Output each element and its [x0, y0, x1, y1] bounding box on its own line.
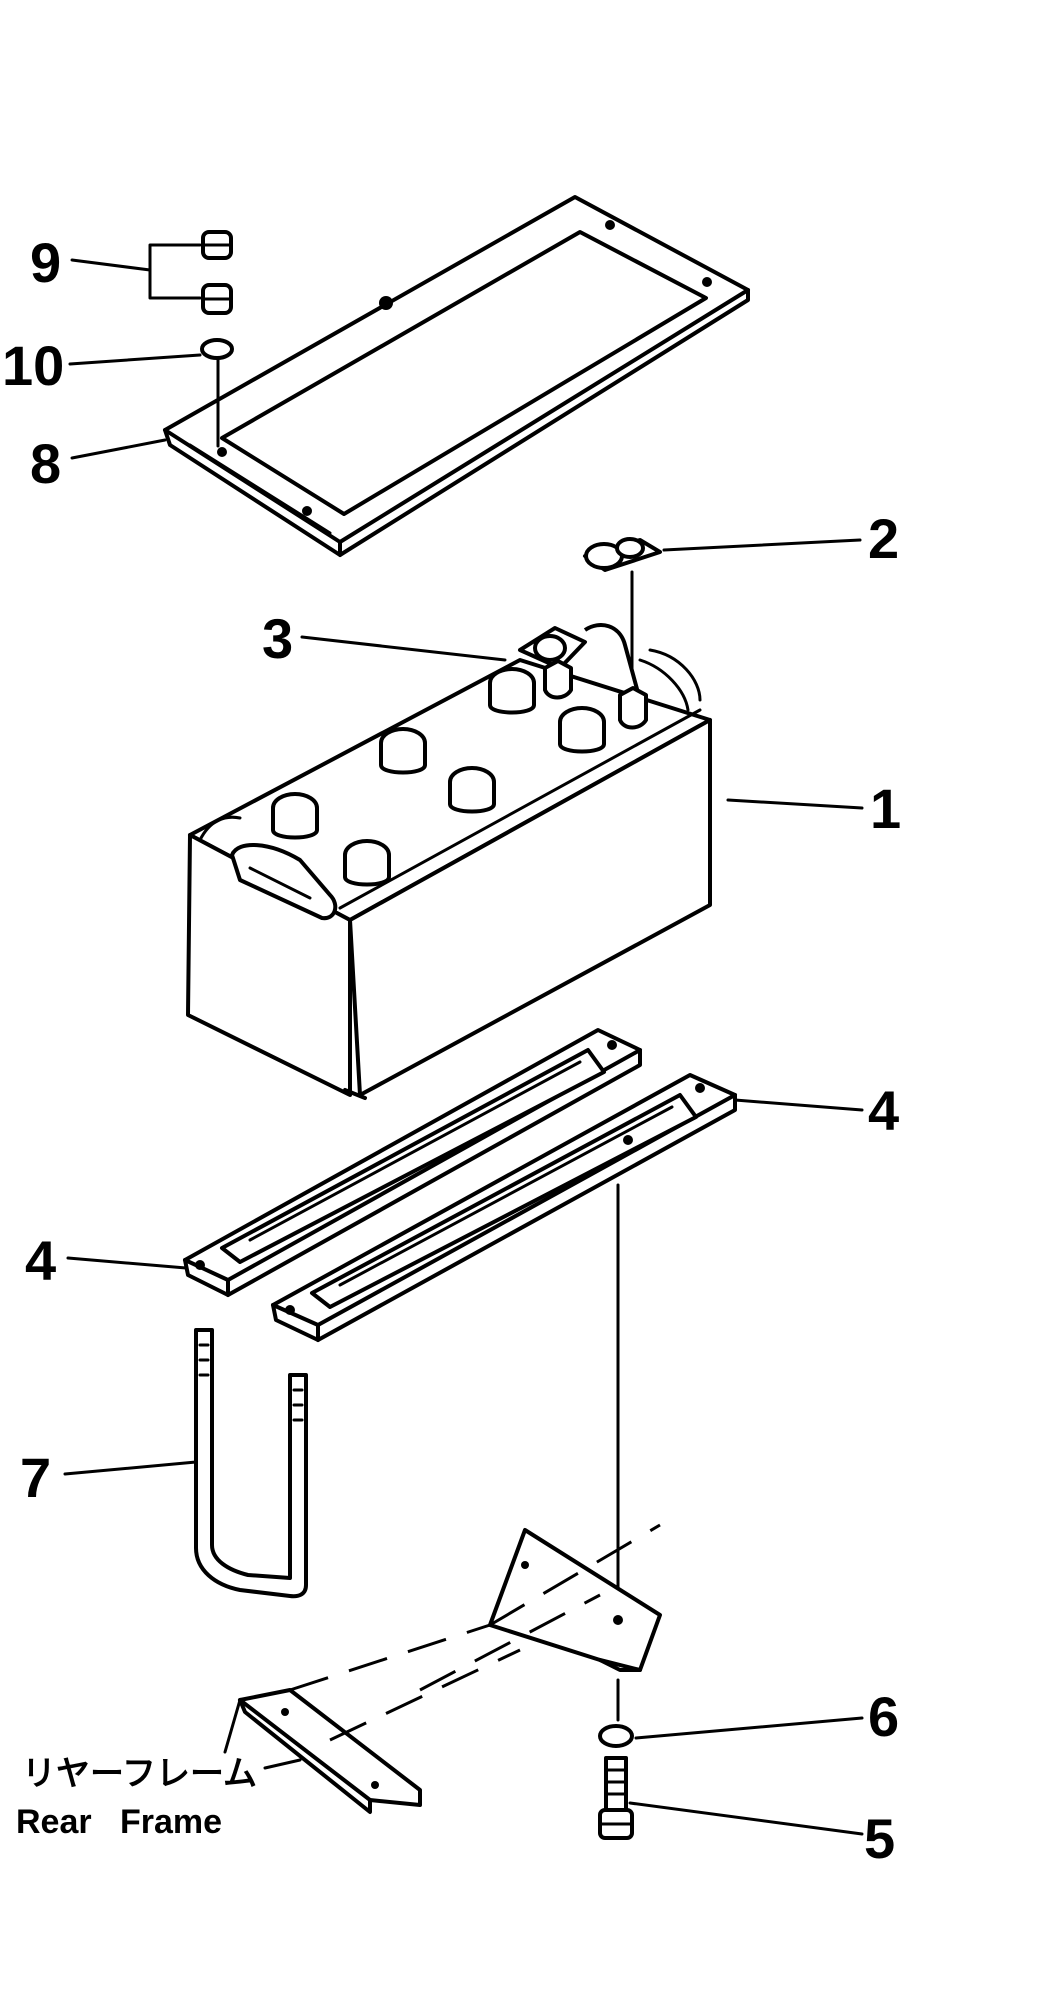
part-4-right-bracket — [271, 1073, 737, 1622]
callout-10: 10 — [2, 334, 64, 397]
callout-4-right: 4 — [868, 1079, 899, 1142]
callout-6: 6 — [868, 1685, 899, 1748]
rear-frame-label-japanese: リヤーフレーム — [22, 1755, 257, 1793]
callout-7: 7 — [20, 1446, 51, 1509]
battery-cell-caps — [271, 667, 606, 887]
callout-2: 2 — [868, 507, 899, 570]
callout-5: 5 — [864, 1807, 895, 1870]
part-4-left-bracket — [183, 1028, 642, 1297]
part-2-terminal-clamp — [583, 537, 662, 692]
callout-4-left: 4 — [25, 1229, 56, 1292]
callout-1: 1 — [870, 777, 901, 840]
part-9-nuts — [201, 230, 233, 315]
rear-frame — [223, 1523, 662, 1814]
part-10-washer — [200, 338, 234, 448]
leader-lines — [63, 243, 864, 1836]
part-3-terminal-clamp — [518, 623, 642, 701]
part-6-washer — [598, 1724, 634, 1748]
part-7-u-bolt — [194, 1328, 308, 1599]
rear-frame-label-english: Rear Frame — [16, 1803, 222, 1841]
callout-3: 3 — [262, 607, 293, 670]
callout-9: 9 — [30, 231, 61, 294]
part-5-bolt — [598, 1756, 634, 1840]
part-8-battery-hold-down-frame — [163, 195, 750, 557]
part-1-battery — [186, 648, 712, 1100]
callout-8: 8 — [30, 432, 61, 495]
